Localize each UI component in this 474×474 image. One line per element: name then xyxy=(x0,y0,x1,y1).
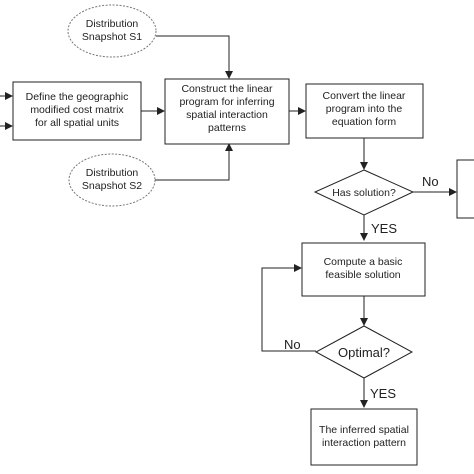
compute-basic-feasible-solution-node: Compute a basic feasible solution xyxy=(301,242,426,297)
construct-box-line-4: patterns xyxy=(208,122,246,134)
construct-box-line-3: spatial interaction xyxy=(186,109,268,121)
compute-box-line-1: Compute a basic xyxy=(324,256,403,268)
compute-box-line-2: feasible solution xyxy=(325,269,400,281)
define-cost-matrix-node: Define the geographic modified cost matr… xyxy=(12,81,142,141)
snapshot-s2-line-2: Snapshot S2 xyxy=(82,180,142,192)
has-solution-no-label: No xyxy=(422,174,439,189)
define-box-line-1: Define the geographic xyxy=(26,91,129,103)
define-box-line-2: modified cost matrix xyxy=(30,104,124,116)
convert-box-line-3: equation form xyxy=(332,116,396,128)
snapshot-s2-node: Distribution Snapshot S2 xyxy=(68,153,156,207)
inferred-box-line-1: The inferred spatial xyxy=(319,424,409,436)
snapshot-s1-line-2: Snapshot S1 xyxy=(82,31,142,43)
arrow-optimal-no-loop xyxy=(261,264,316,352)
optimal-yes-label: YES xyxy=(370,386,396,401)
convert-box-line-2: program into the xyxy=(326,103,403,115)
snapshot-s2-line-1: Distribution xyxy=(86,167,139,179)
snapshot-s1-line-1: Distribution xyxy=(86,18,139,30)
has-solution-label: Has solution? xyxy=(332,187,396,199)
optimal-label: Optimal? xyxy=(338,345,390,360)
define-box-line-3: for all spatial units xyxy=(35,117,119,129)
construct-linear-program-node: Construct the linear program for inferri… xyxy=(164,78,290,145)
optimal-no-label: No xyxy=(284,337,301,352)
convert-box-line-1: Convert the linear xyxy=(323,90,406,102)
arrow-s2-to-construct xyxy=(155,143,233,181)
has-solution-yes-label: YES xyxy=(371,221,397,236)
snapshot-s1-node: Distribution Snapshot S1 xyxy=(67,4,157,58)
no-solution-terminal-node xyxy=(456,159,474,219)
connectors xyxy=(0,35,457,408)
arrow-s1-to-construct xyxy=(156,35,233,79)
has-solution-decision: Has solution? xyxy=(313,169,415,216)
construct-box-line-2: program for inferring xyxy=(179,96,274,108)
optimal-decision: Optimal? xyxy=(314,325,414,379)
construct-box-line-1: Construct the linear xyxy=(181,83,273,95)
inferred-pattern-node: The inferred spatial interaction pattern xyxy=(310,408,418,466)
convert-equation-form-node: Convert the linear program into the equa… xyxy=(305,83,424,139)
inferred-box-line-2: interaction pattern xyxy=(322,437,406,449)
